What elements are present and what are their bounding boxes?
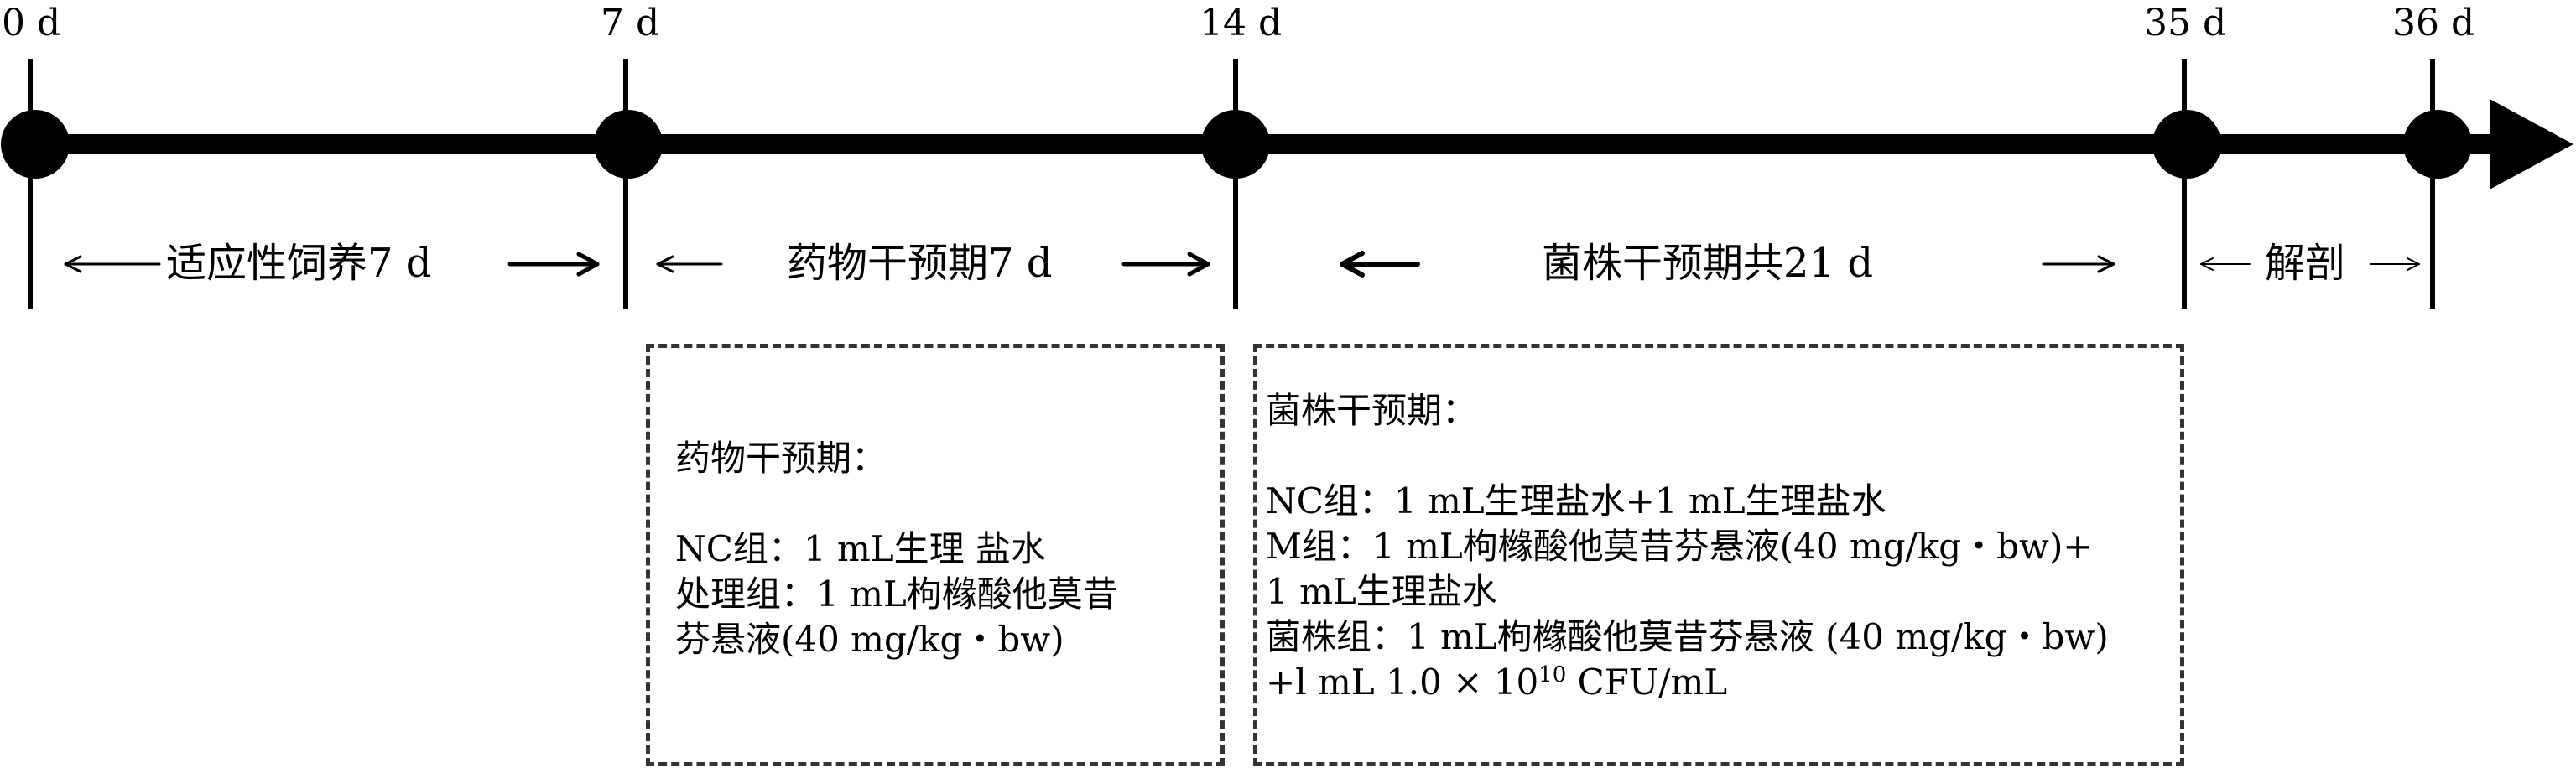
- timepoint-dot-36d: [2403, 110, 2472, 179]
- strain-box-title: 菌株干预期：: [1266, 390, 1478, 431]
- day-label-14d: 14 d: [1200, 2, 1282, 44]
- strain-box-line: M组：1 mL枸橼酸他莫昔芬悬液(40 mg/kg・bw)+: [1266, 526, 2093, 567]
- drug-box-line: 处理组：1 mL枸橼酸他莫昔: [675, 573, 1118, 615]
- drug-box-line: 芬悬液(40 mg/kg・bw): [675, 619, 1064, 660]
- timepoint-dot-0d: [1, 110, 70, 179]
- day-label-36d: 36 d: [2392, 2, 2475, 44]
- phase-label-strain-intervention: 菌株干预期共21 d: [1542, 240, 1873, 287]
- phase-label-dissection: 解剖: [2265, 240, 2345, 287]
- drug-box-line: NC组：1 mL生理 盐水: [675, 528, 1047, 569]
- timepoint-dot-35d: [2152, 110, 2221, 179]
- phase-arrow-left: [64, 255, 161, 273]
- spacer: [675, 481, 1220, 527]
- spacer: [1266, 433, 2180, 479]
- dose-exponent: 10: [1538, 662, 1567, 688]
- dose-prefix: +l mL 1.0 × 10: [1266, 662, 1539, 703]
- drug-box-title: 药物干预期：: [675, 438, 887, 479]
- phase-arrow-right: [507, 252, 600, 277]
- timepoint-dot-7d: [594, 110, 663, 179]
- strain-box-line: 菌株组：1 mL枸橼酸他莫昔芬悬液 (40 mg/kg・bw): [1266, 616, 2109, 657]
- phase-arrow-left: [1340, 251, 1420, 278]
- strain-box-line: NC组：1 mL生理盐水+1 mL生理盐水: [1266, 480, 1886, 522]
- phase-arrow-right: [2042, 255, 2115, 273]
- phase-arrow-left: [656, 255, 723, 273]
- phase-arrow-left: [2200, 257, 2251, 271]
- day-label-7d: 7 d: [601, 2, 659, 44]
- day-label-0d: 0 d: [2, 2, 60, 44]
- phase-arrow-right: [2370, 257, 2420, 271]
- drug-intervention-box: 药物干预期： NC组：1 mL生理 盐水 处理组：1 mL枸橼酸他莫昔 芬悬液(…: [646, 344, 1225, 766]
- phase-label-acclimation: 适应性饲养7 d: [166, 240, 432, 287]
- timeline-arrowhead: [2490, 99, 2573, 189]
- phase-arrow-right: [1121, 252, 1210, 277]
- strain-box-line: 1 mL生理盐水: [1266, 571, 1497, 612]
- strain-intervention-box: 菌株干预期： NC组：1 mL生理盐水+1 mL生理盐水 M组：1 mL枸橼酸他…: [1253, 344, 2184, 766]
- day-label-35d: 35 d: [2144, 2, 2226, 44]
- phase-label-drug-intervention: 药物干预期7 d: [787, 240, 1053, 287]
- timepoint-dot-14d: [1201, 110, 1270, 179]
- dose-unit: CFU/mL: [1566, 662, 1728, 703]
- strain-box-dose-line: +l mL 1.0 × 1010 CFU/mL: [1266, 660, 2180, 705]
